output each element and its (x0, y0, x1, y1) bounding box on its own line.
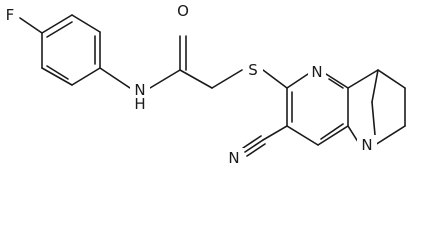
chemical-structure-diagram: F O N H S N N N (2, 2, 406, 168)
nitrile-group (242, 125, 288, 157)
sulfur-atom: S (248, 61, 258, 79)
amide-hydrogen-atom: H (134, 95, 145, 113)
fluorophenyl-ring (19, 14, 101, 86)
pyridine-ring (262, 69, 349, 146)
amide-nitrogen-atom: N (134, 81, 145, 99)
nitrile-nitrogen-atom: N (228, 149, 239, 167)
bicyclic-bridge (347, 69, 406, 146)
bridgehead-nitrogen-atom: N (361, 136, 372, 154)
amide-linker (99, 35, 243, 89)
fluorine-atom: F (6, 6, 15, 24)
ring-nitrogen-atom: N (311, 63, 322, 81)
atom-labels: F O N H S N N N (2, 2, 377, 168)
oxygen-atom: O (177, 2, 189, 20)
